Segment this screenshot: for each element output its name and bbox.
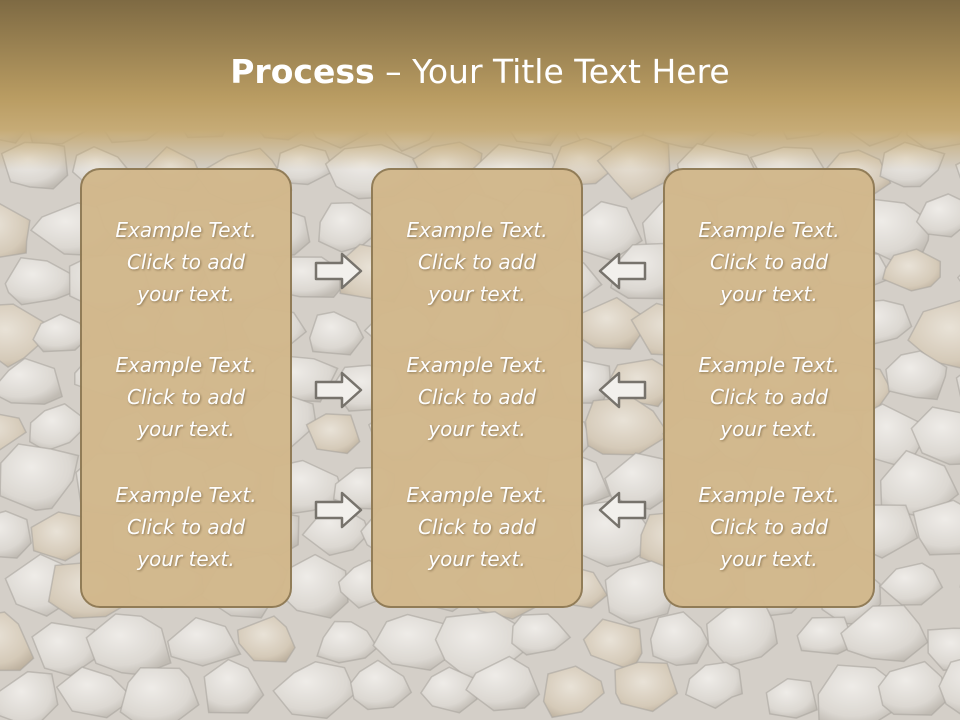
text-placeholder[interactable]: Example Text. Click to add your text. <box>373 349 581 445</box>
stone <box>885 350 948 401</box>
stone <box>915 193 960 238</box>
stone <box>0 303 54 368</box>
stone <box>203 658 265 714</box>
text-placeholder[interactable]: Example Text. Click to add your text. <box>373 479 581 575</box>
text-line: Click to add <box>126 385 246 409</box>
arrow-right-icon[interactable] <box>314 252 364 290</box>
text-line: your text. <box>720 417 818 441</box>
stone <box>236 615 296 663</box>
stone <box>840 604 929 663</box>
stone <box>465 655 541 712</box>
stone <box>927 627 960 672</box>
text-placeholder[interactable]: Example Text. Click to add your text. <box>82 214 290 310</box>
text-placeholder[interactable]: Example Text. Click to add your text. <box>665 214 873 310</box>
text-placeholder[interactable]: Example Text. Click to add your text. <box>373 214 581 310</box>
arrow-right-icon[interactable] <box>314 371 364 409</box>
stone <box>877 660 949 716</box>
stone <box>119 666 200 720</box>
text-line: Click to add <box>709 385 829 409</box>
stone <box>0 510 33 559</box>
stone <box>349 659 413 711</box>
text-line: Click to add <box>709 250 829 274</box>
stone <box>878 562 944 606</box>
text-line: Click to add <box>126 515 246 539</box>
stone <box>881 248 942 292</box>
text-placeholder[interactable]: Example Text. Click to add your text. <box>665 349 873 445</box>
process-box-right[interactable]: Example Text. Click to add your text. Ex… <box>663 168 875 608</box>
text-line: Click to add <box>417 250 537 274</box>
text-line: Example Text. <box>406 483 548 507</box>
stone <box>706 599 779 667</box>
stone <box>649 611 710 667</box>
stone <box>0 611 35 672</box>
stone <box>765 678 818 719</box>
text-line: your text. <box>137 417 235 441</box>
text-line: Example Text. <box>698 218 840 242</box>
text-line: Example Text. <box>115 483 257 507</box>
stone <box>305 413 361 455</box>
stone <box>511 613 572 656</box>
stone <box>0 357 64 405</box>
text-line: Example Text. <box>115 218 257 242</box>
title-bold: Process <box>230 52 375 91</box>
stone <box>912 499 960 556</box>
stone <box>542 665 605 719</box>
stone <box>955 374 960 398</box>
stone <box>584 396 671 456</box>
text-line: your text. <box>428 547 526 571</box>
text-line: Example Text. <box>406 353 548 377</box>
arrow-right-icon[interactable] <box>314 491 364 529</box>
arrow-left-icon[interactable] <box>597 252 647 290</box>
stone <box>0 443 80 512</box>
stone <box>4 256 75 306</box>
text-line: Example Text. <box>698 483 840 507</box>
text-line: your text. <box>428 417 526 441</box>
process-box-left[interactable]: Example Text. Click to add your text. Ex… <box>80 168 292 608</box>
stone <box>0 413 28 451</box>
stone <box>796 616 856 655</box>
text-line: Example Text. <box>698 353 840 377</box>
text-line: Example Text. <box>406 218 548 242</box>
text-line: Example Text. <box>115 353 257 377</box>
title-rest: – Your Title Text Here <box>374 52 730 91</box>
text-line: your text. <box>720 547 818 571</box>
text-placeholder[interactable]: Example Text. Click to add your text. <box>82 479 290 575</box>
stone <box>614 661 679 713</box>
text-line: your text. <box>137 282 235 306</box>
process-box-center[interactable]: Example Text. Click to add your text. Ex… <box>371 168 583 608</box>
arrow-left-icon[interactable] <box>597 491 647 529</box>
text-line: your text. <box>720 282 818 306</box>
stone <box>938 658 960 715</box>
text-line: Click to add <box>417 385 537 409</box>
stone <box>0 670 59 720</box>
stone <box>0 203 31 258</box>
stone <box>372 613 461 671</box>
stone <box>956 274 960 283</box>
text-placeholder[interactable]: Example Text. Click to add your text. <box>82 349 290 445</box>
text-placeholder[interactable]: Example Text. Click to add your text. <box>665 479 873 575</box>
stone <box>166 616 242 667</box>
stone <box>308 311 365 356</box>
stone <box>419 666 478 714</box>
stone <box>28 403 86 452</box>
text-line: Click to add <box>709 515 829 539</box>
text-line: your text. <box>137 547 235 571</box>
stone <box>32 313 92 353</box>
text-line: Click to add <box>126 250 246 274</box>
slide-title[interactable]: Process – Your Title Text Here <box>0 52 960 91</box>
stone <box>272 661 357 720</box>
stone <box>316 620 379 664</box>
stone <box>910 406 960 466</box>
arrow-left-icon[interactable] <box>597 371 647 409</box>
stone <box>684 661 744 710</box>
stone <box>55 666 135 719</box>
text-line: your text. <box>428 282 526 306</box>
text-line: Click to add <box>417 515 537 539</box>
